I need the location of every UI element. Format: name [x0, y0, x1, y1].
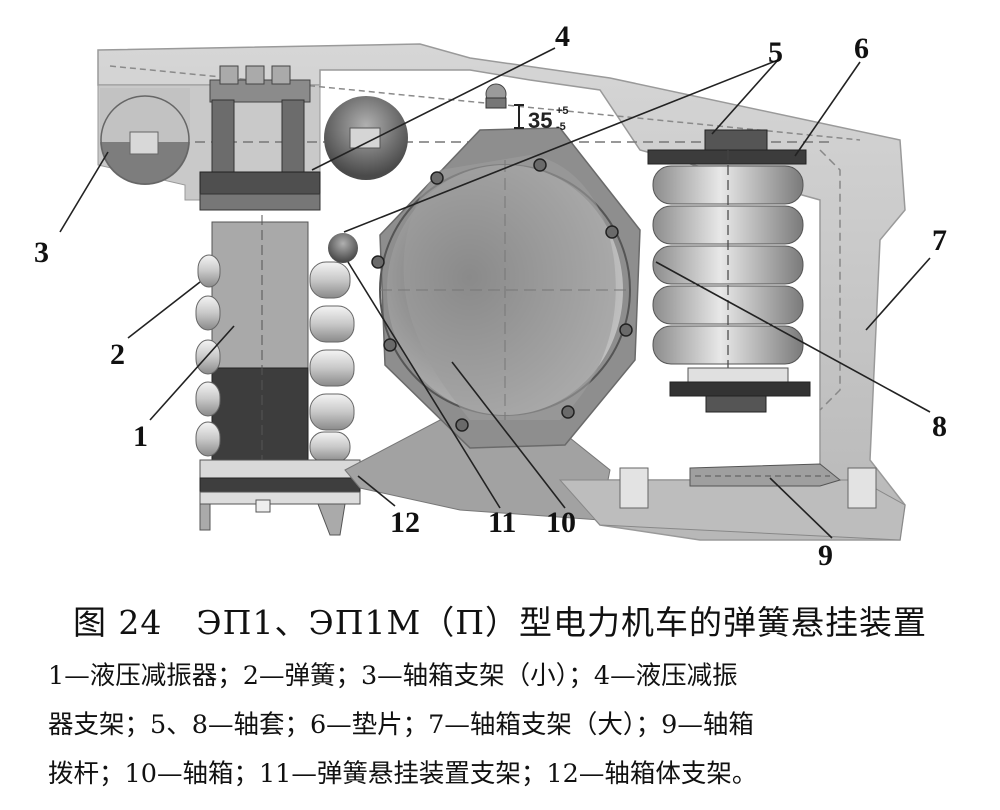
figure-caption: 图 24 ЭП1、ЭП1М（П）型电力机车的弹簧悬挂装置	[72, 603, 928, 642]
small-coil-spring	[195, 233, 358, 463]
callout-1: 1	[133, 420, 148, 453]
small-axlebox-bracket	[100, 88, 190, 185]
damper-bracket	[199, 65, 408, 211]
large-coil-spring	[647, 129, 811, 413]
axlebox-pull-rod	[689, 463, 842, 487]
callout-12: 12	[390, 506, 420, 539]
suspension-drawing: 35 +5 -5 1 2 3 4 5 6 7 8 9 10 11 12	[34, 20, 947, 572]
callout-8: 8	[932, 410, 947, 443]
dimension-value: 35	[528, 108, 552, 133]
axlebox-body-bracket	[199, 459, 361, 536]
callout-5: 5	[768, 36, 783, 69]
callout-3: 3	[34, 236, 49, 269]
dimension-tol-upper: +5	[556, 105, 569, 117]
hydraulic-damper	[211, 215, 309, 470]
callout-labels: 1 2 3 4 5 6 7 8 9 10 11 12	[34, 20, 947, 572]
figure-legend: 1—液压减振器；2—弹簧；3—轴箱支架（小）；4—液压减振 器支架；5、8—轴套…	[48, 652, 958, 799]
leader-lines	[59, 47, 931, 539]
axle-box	[371, 127, 641, 449]
callout-11: 11	[488, 506, 516, 539]
legend-line-2: 器支架；5、8—轴套；6—垫片；7—轴箱支架（大）；9—轴箱	[48, 710, 754, 740]
callout-10: 10	[546, 506, 576, 539]
legend-line-3: 拨杆；10—轴箱；11—弹簧悬挂装置支架；12—轴箱体支架。	[48, 759, 758, 789]
callout-9: 9	[818, 539, 833, 572]
callout-4: 4	[555, 20, 570, 53]
callout-2: 2	[110, 338, 125, 371]
dimension-tol-lower: -5	[556, 121, 566, 133]
callout-6: 6	[854, 32, 869, 65]
callout-7: 7	[932, 224, 947, 257]
dimension-mark: 35 +5 -5	[485, 83, 569, 133]
legend-line-1: 1—液压减振器；2—弹簧；3—轴箱支架（小）；4—液压减振	[48, 661, 738, 691]
